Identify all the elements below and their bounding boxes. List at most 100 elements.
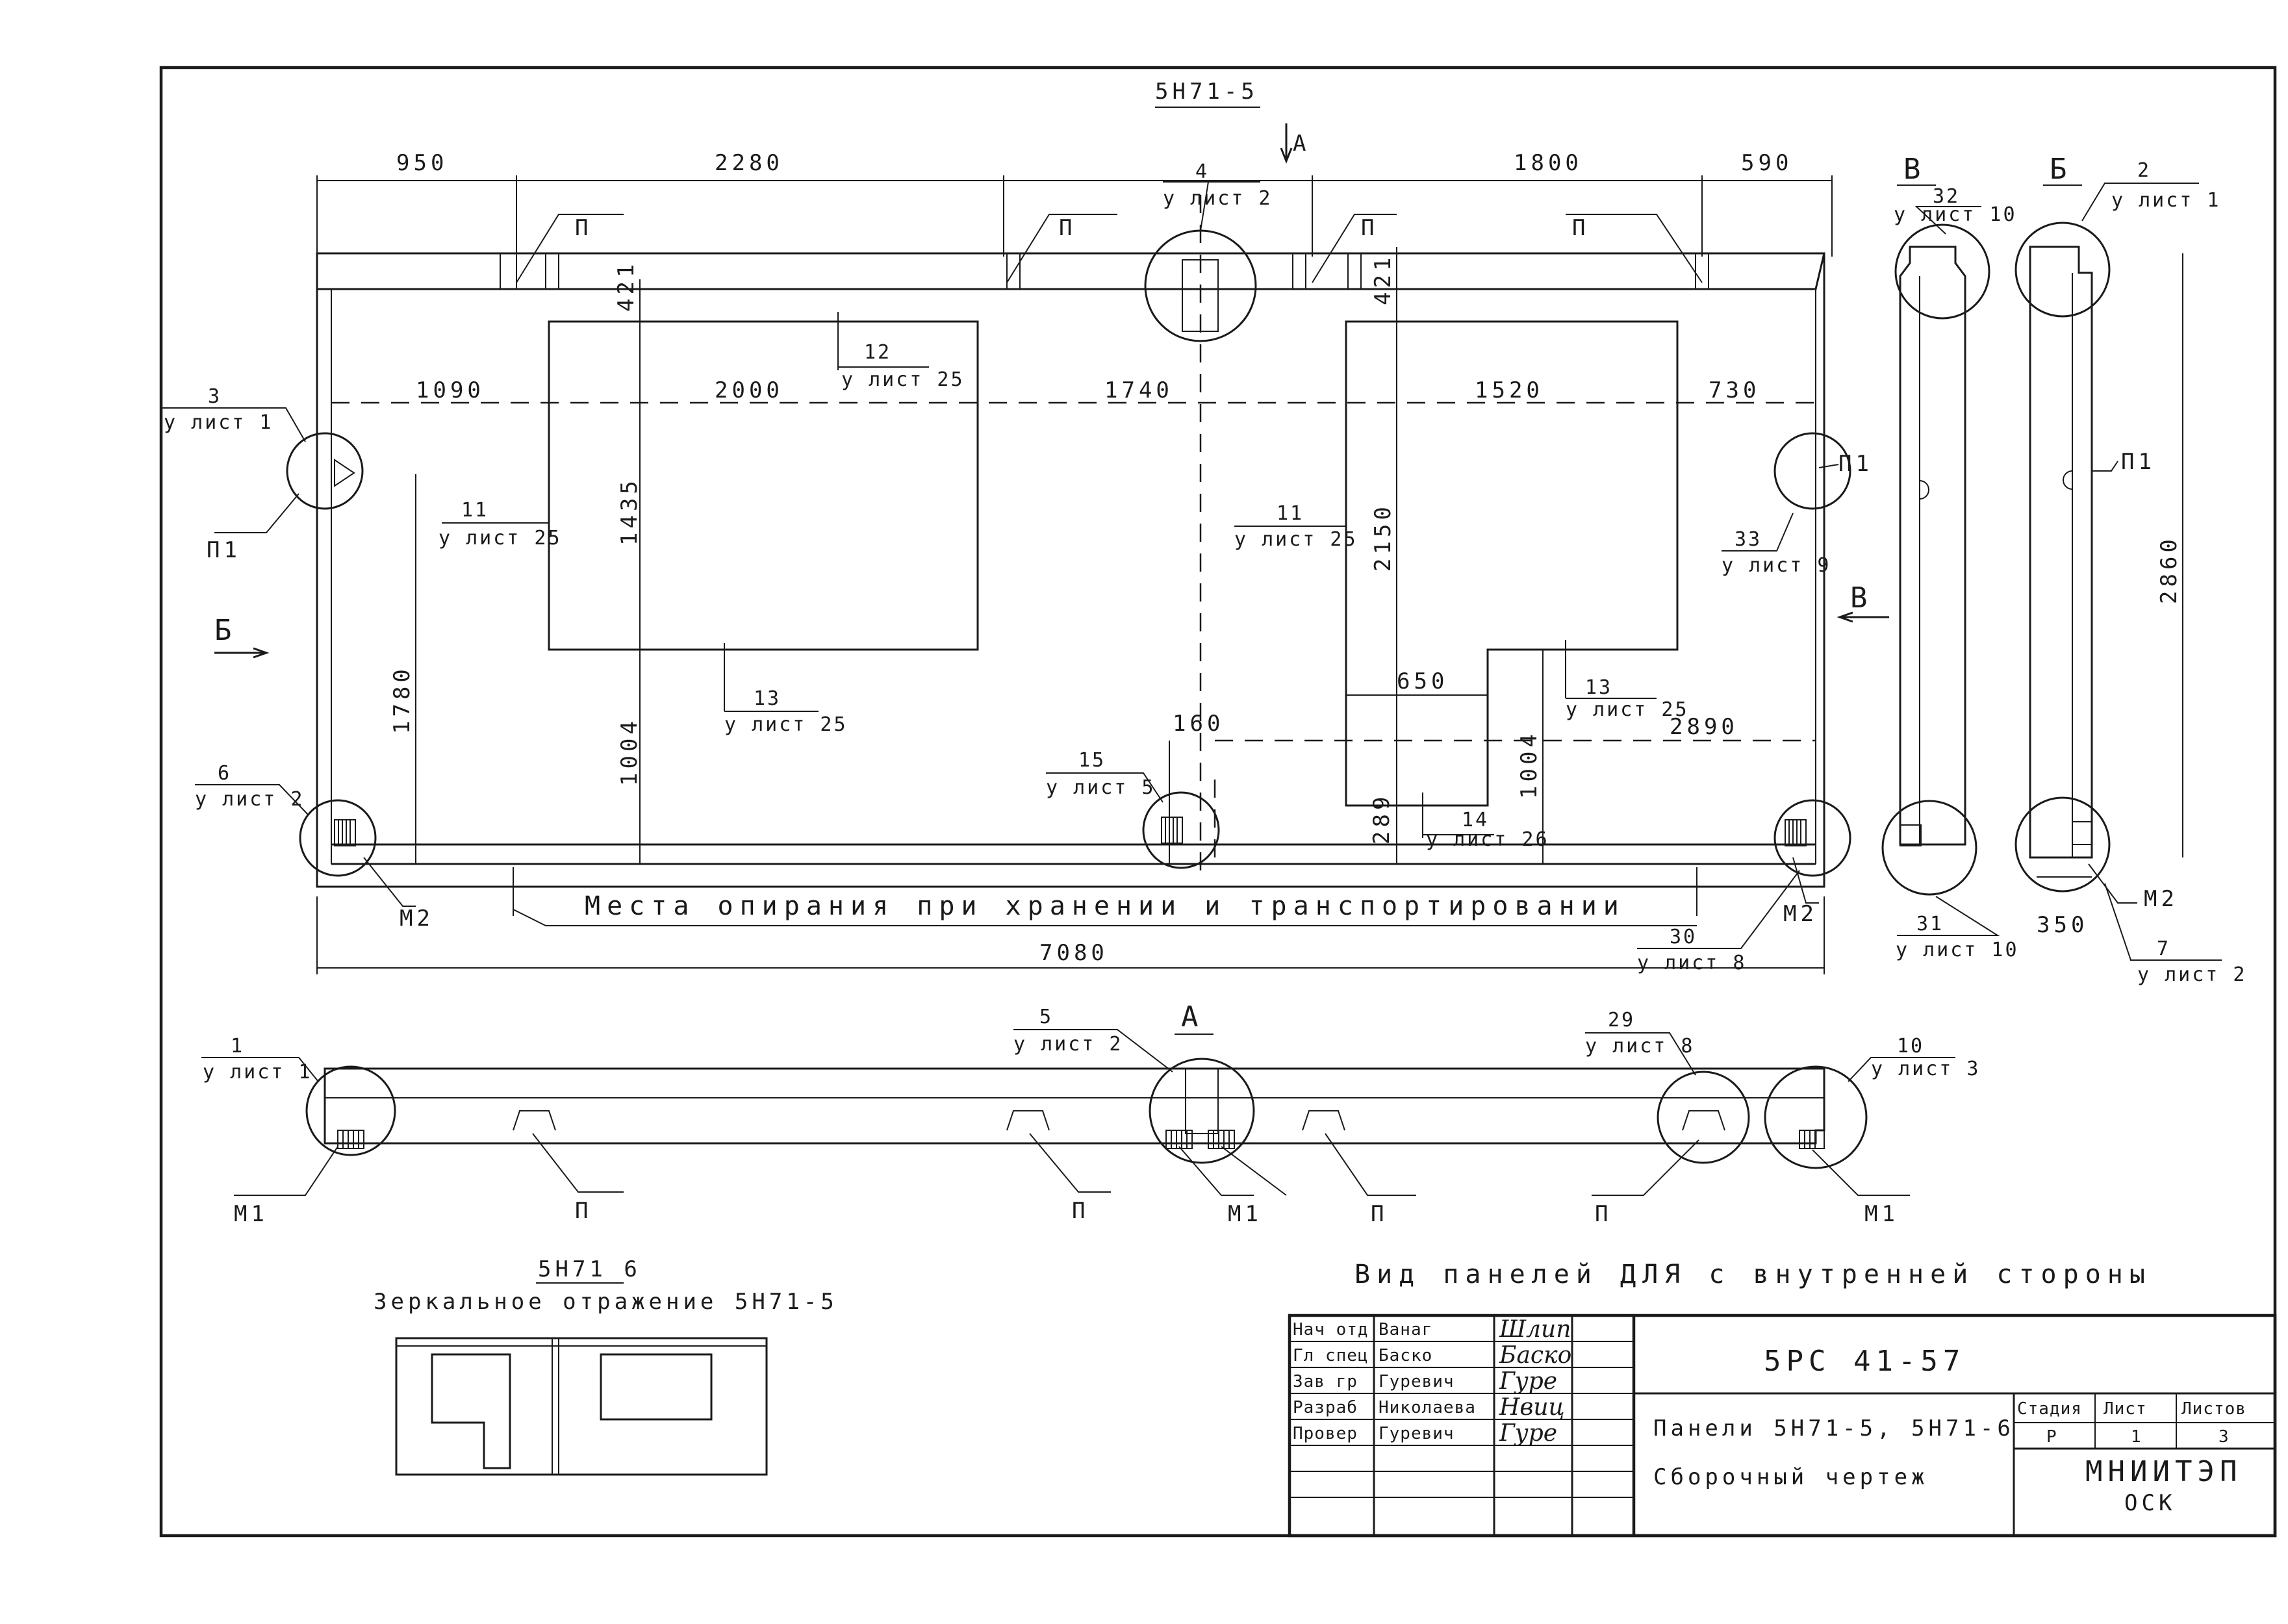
label-m2-right: М2	[1783, 901, 1818, 927]
svg-text:у лист 2: у лист 2	[195, 788, 305, 811]
svg-text:у лист 2: у лист 2	[1013, 1033, 1123, 1056]
signature-3: Нвиц	[1499, 1394, 1565, 1421]
svg-text:1: 1	[231, 1035, 244, 1058]
drawing-mark-title: 5Н71-5	[1155, 79, 1258, 105]
callout-31: 31 у лист 10	[1896, 896, 2017, 961]
door-opening-right	[1345, 320, 1679, 807]
svg-text:32: 32	[1933, 185, 1960, 208]
callout-33: 33 у лист 9	[1722, 513, 1829, 577]
dim-160: 160	[1173, 711, 1224, 737]
svg-text:15: 15	[1078, 749, 1106, 772]
section-v-title: В	[1903, 153, 1926, 186]
dim-1004-right: 1004	[1516, 730, 1542, 799]
sheet-header: Лист	[2104, 1399, 2147, 1419]
svg-text:у лист 1: у лист 1	[203, 1061, 312, 1084]
callout-6: 6 у лист 2	[195, 762, 309, 816]
dim-1780: 1780	[389, 665, 415, 734]
anchor-plates	[334, 817, 1807, 846]
label-p1-left: П1	[207, 537, 241, 563]
svg-text:у лист 25: у лист 25	[439, 527, 562, 550]
svg-text:12: 12	[864, 341, 891, 364]
plan-outline	[324, 1067, 1825, 1145]
callout-13-right: 13 у лист 25	[1565, 640, 1689, 721]
signature-1: Баско	[1499, 1342, 1571, 1369]
svg-text:5: 5	[1039, 1006, 1053, 1028]
label-p1-right: П1	[1838, 451, 1873, 477]
label-p-6: П	[1072, 1198, 1089, 1224]
svg-text:у лист 25: у лист 25	[1234, 528, 1358, 551]
svg-text:у лист 5: у лист 5	[1046, 776, 1156, 799]
mirror-panel: 5Н71 6 Зеркальное отражение 5Н71-5	[374, 1256, 834, 1476]
callout-4: 4 у лист 2	[1163, 160, 1271, 231]
product-name: Панели 5Н71-5, 5Н71-6	[1653, 1415, 2015, 1441]
dim-1090: 1090	[416, 377, 485, 403]
svg-text:у лист 25: у лист 25	[1566, 698, 1689, 721]
detail-circle-1	[305, 1065, 396, 1156]
dim-2000: 2000	[715, 377, 783, 403]
label-m1-3: М1	[1864, 1201, 1899, 1227]
label-m1-2: М1	[1228, 1201, 1262, 1227]
org-dept: ОСК	[2124, 1490, 2176, 1516]
window-opening-left	[548, 320, 979, 651]
dim-421-right: 421	[1370, 254, 1396, 305]
section-b: Б 350 2860 П1 2 у лист 1 М2 7 у лист 2	[2015, 153, 2245, 986]
dim-1435: 1435	[616, 477, 642, 546]
detail-circle-33	[1773, 432, 1851, 510]
callout-11-left: 11 у лист 25	[439, 499, 562, 550]
svg-text:у лист 1: у лист 1	[2111, 189, 2221, 212]
section-v-outline	[1899, 246, 1966, 846]
dim-1520: 1520	[1475, 377, 1544, 403]
role-4: Провер	[1293, 1424, 1358, 1443]
stage-header: Стадия	[2017, 1399, 2082, 1419]
label-p-4: П	[1572, 215, 1589, 241]
detail-circle-15	[1142, 791, 1220, 869]
mirror-door	[431, 1353, 511, 1469]
callout-3: 3 у лист 1	[162, 385, 306, 442]
label-p-8: П	[1595, 1201, 1612, 1227]
svg-text:у лист 8: у лист 8	[1637, 952, 1747, 974]
detail-circle-10	[1764, 1065, 1868, 1169]
detail-circle-31	[1881, 800, 1977, 896]
signature-0: Шлип	[1499, 1316, 1571, 1343]
svg-text:у лист 8: у лист 8	[1585, 1035, 1695, 1058]
dim-289: 289	[1369, 793, 1395, 844]
svg-text:31: 31	[1916, 913, 1944, 935]
callout-14: 14 у лист 26	[1422, 793, 1549, 851]
callout-2: 2 у лист 1	[2081, 159, 2221, 222]
detail-circle-29	[1657, 1071, 1750, 1164]
doc-code: 5РС 41-57	[1764, 1345, 1965, 1378]
detail-circle-3	[286, 432, 364, 510]
callout-7: 7 у лист 2	[2104, 883, 2245, 986]
dim-2890: 2890	[1670, 714, 1738, 740]
section-b-title: Б	[2050, 153, 2072, 186]
name-0: Ванаг	[1379, 1320, 1432, 1339]
svg-text:7: 7	[2157, 937, 2170, 960]
name-4: Гуревич	[1379, 1424, 1455, 1443]
role-2: Зав гр	[1293, 1372, 1358, 1391]
label-p-5: П	[575, 1198, 592, 1224]
role-0: Нач отд	[1293, 1320, 1369, 1339]
mirror-outline	[395, 1337, 768, 1476]
dim-7080: 7080	[1039, 940, 1108, 966]
title-block: Нач отд Гл спец Зав гр Разраб Провер Ван…	[1288, 1313, 2277, 1538]
label-p-3: П	[1361, 215, 1378, 241]
svg-text:14: 14	[1462, 809, 1489, 831]
label-p1-section: П1	[2121, 449, 2155, 475]
sheets-value: 3	[2218, 1427, 2230, 1447]
role-1: Гл спец	[1293, 1346, 1369, 1365]
dim-2860: 2860	[2156, 535, 2182, 604]
dim-650: 650	[1397, 668, 1448, 694]
svg-text:11: 11	[461, 499, 489, 522]
svg-text:у лист 1: у лист 1	[164, 411, 273, 434]
svg-text:6: 6	[218, 762, 231, 785]
svg-text:у лист 26: у лист 26	[1426, 828, 1549, 851]
detail-circle-6	[299, 799, 377, 877]
dim-350: 350	[2037, 912, 2088, 938]
svg-text:13: 13	[754, 687, 781, 710]
dim-950: 950	[396, 150, 448, 176]
panel-outline	[316, 252, 1825, 888]
detail-circle-7	[2015, 796, 2111, 893]
signature-4: Гуре	[1499, 1420, 1557, 1447]
callout-15: 15 у лист 5	[1046, 749, 1163, 803]
callout-1: 1 у лист 1	[201, 1035, 319, 1084]
